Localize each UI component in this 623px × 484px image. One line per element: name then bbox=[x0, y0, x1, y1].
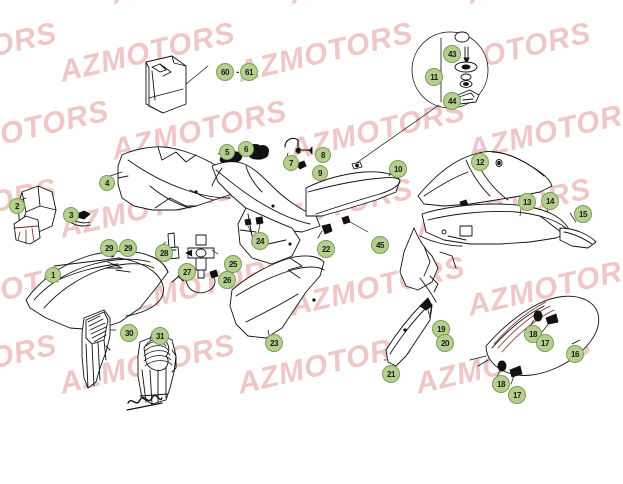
callout-badge-17[interactable]: 17 bbox=[536, 334, 554, 352]
callout-badge-13[interactable]: 13 bbox=[518, 193, 536, 211]
detail-callout-circle bbox=[354, 31, 489, 165]
part-fork-guard-30 bbox=[81, 309, 117, 389]
callout-badge-27[interactable]: 27 bbox=[178, 263, 196, 281]
callout-badge-17[interactable]: 17 bbox=[508, 386, 526, 404]
part-spring-detail bbox=[126, 394, 163, 411]
callout-badge-28[interactable]: 28 bbox=[155, 244, 173, 262]
part-side-number-plate bbox=[229, 255, 325, 341]
callout-badge-22[interactable]: 22 bbox=[317, 240, 335, 258]
callout-badge-1[interactable]: 1 bbox=[45, 267, 61, 283]
callout-badge-20[interactable]: 20 bbox=[436, 334, 454, 352]
part-rear-fender bbox=[399, 199, 597, 291]
callout-badge-60[interactable]: 60 bbox=[216, 63, 234, 81]
callout-badge-29[interactable]: 29 bbox=[119, 239, 137, 257]
callout-badge-6[interactable]: 6 bbox=[238, 141, 254, 157]
part-front-shroud bbox=[109, 146, 239, 211]
callout-separator-dash: - bbox=[236, 67, 240, 78]
callout-badge-45[interactable]: 45 bbox=[371, 236, 389, 254]
callout-badge-29[interactable]: 29 bbox=[100, 239, 118, 257]
callout-badge-8[interactable]: 8 bbox=[315, 147, 331, 163]
callout-badge-10[interactable]: 10 bbox=[389, 160, 407, 178]
callout-badge-16[interactable]: 16 bbox=[566, 345, 584, 363]
callout-badge-15[interactable]: 15 bbox=[574, 205, 592, 223]
callout-badge-26[interactable]: 26 bbox=[218, 271, 236, 289]
callout-badge-31[interactable]: 31 bbox=[151, 327, 169, 345]
callout-badge-30[interactable]: 30 bbox=[120, 324, 138, 342]
callout-badge-21[interactable]: 21 bbox=[382, 365, 400, 383]
callout-badge-5[interactable]: 5 bbox=[219, 144, 235, 160]
callout-badge-61[interactable]: 61 bbox=[240, 63, 258, 81]
callout-badge-43[interactable]: 43 bbox=[443, 45, 461, 63]
callout-badge-14[interactable]: 14 bbox=[541, 192, 559, 210]
callout-badge-7[interactable]: 7 bbox=[283, 155, 299, 171]
callout-badge-4[interactable]: 4 bbox=[99, 175, 115, 191]
callout-badge-18[interactable]: 18 bbox=[492, 375, 510, 393]
callout-badge-3[interactable]: 3 bbox=[63, 207, 79, 223]
callout-badge-23[interactable]: 23 bbox=[265, 334, 283, 352]
part-chain-guard bbox=[383, 275, 439, 367]
part-fork-guard-31 bbox=[137, 331, 177, 405]
callout-badge-44[interactable]: 44 bbox=[443, 92, 461, 110]
part-fastener-22 bbox=[317, 223, 333, 239]
callout-badge-9[interactable]: 9 bbox=[312, 165, 328, 181]
part-tank-body bbox=[211, 161, 321, 265]
part-headlight-mask bbox=[13, 185, 57, 245]
part-seat bbox=[305, 161, 401, 217]
part-mudflap bbox=[145, 55, 209, 114]
callout-badge-24[interactable]: 24 bbox=[251, 232, 269, 250]
callout-badge-12[interactable]: 12 bbox=[471, 153, 489, 171]
callout-badge-2[interactable]: 2 bbox=[9, 198, 25, 214]
callout-badge-11[interactable]: 11 bbox=[425, 68, 443, 86]
part-fastener-45 bbox=[341, 215, 369, 233]
